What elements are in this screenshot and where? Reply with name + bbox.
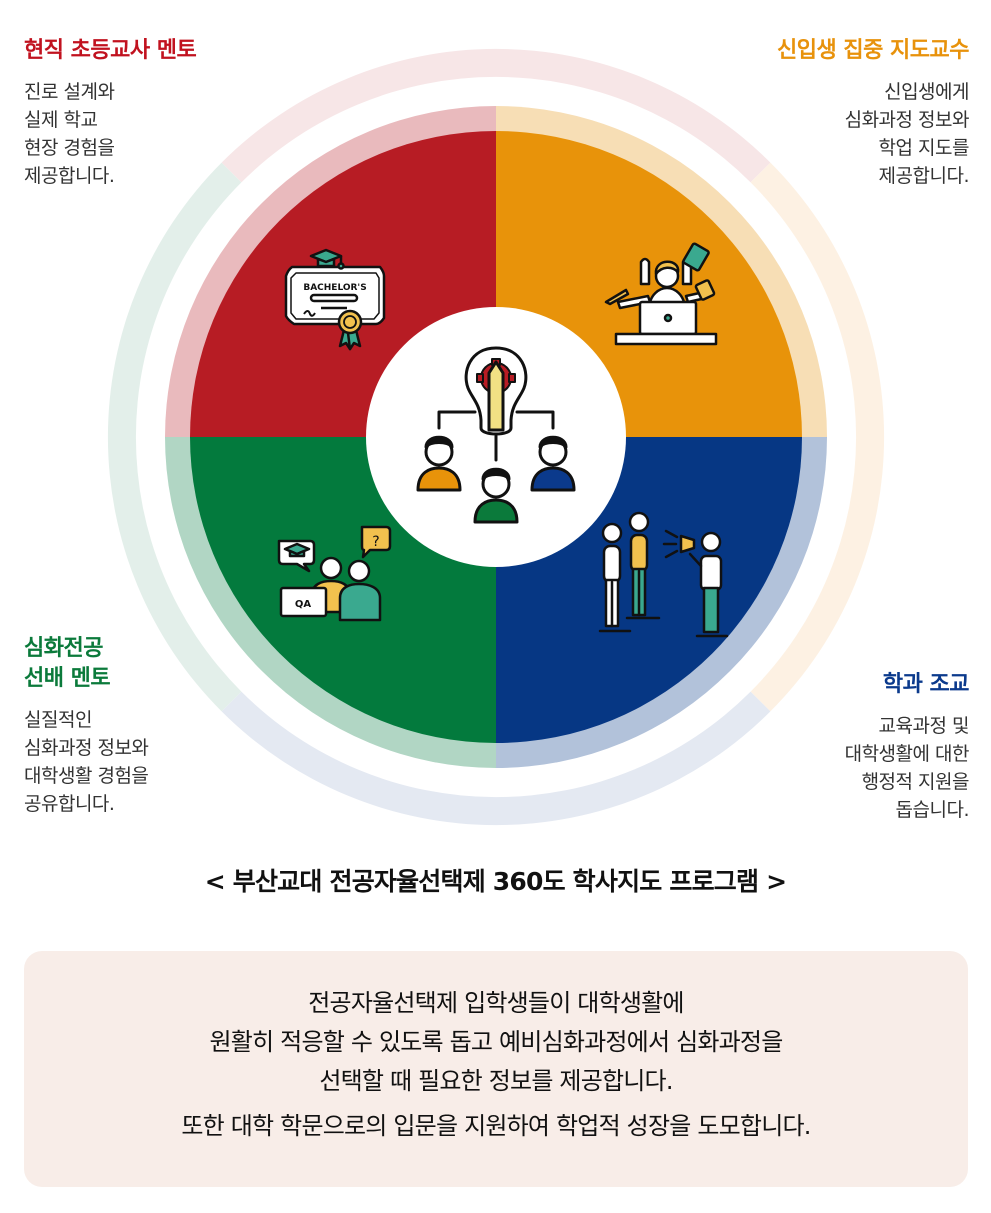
svg-text:BACHELOR'S: BACHELOR'S <box>303 283 366 293</box>
desc-line: 진로 설계와 <box>24 81 115 103</box>
summary-box: 전공자율선택제 입학생들이 대학생활에 원활히 적응할 수 있도록 돕고 예비심… <box>24 951 968 1187</box>
megaphone-announcer-icon <box>598 511 729 638</box>
label-department-assistant: 학과 조교 교육과정 및 대학생활에 대한 행정적 지원을 돕습니다. <box>844 670 970 824</box>
label-title: 신입생 집중 지도교수 <box>777 38 969 63</box>
desc-line: 제공합니다. <box>878 165 970 187</box>
summary-line: 원활히 적응할 수 있도록 돕고 예비심화과정에서 심화과정을 <box>209 1028 784 1056</box>
summary-text: 전공자율선택제 입학생들이 대학생활에 원활히 적응할 수 있도록 돕고 예비심… <box>24 951 968 1146</box>
label-description: 실질적인 심화과정 정보와 대학생활 경험을 공유합니다. <box>24 706 149 818</box>
desc-line: 심화과정 정보와 <box>24 737 149 759</box>
program-wheel-diagram: BACHELOR'S ? <box>107 48 885 826</box>
desc-line: 신입생에게 <box>884 81 969 103</box>
qa-mentoring-icon: ? QA <box>277 525 392 622</box>
label-senior-major-mentor: 심화전공 선배 멘토 실질적인 심화과정 정보와 대학생활 경험을 공유합니다. <box>24 634 149 818</box>
label-description: 진로 설계와 실제 학교 현장 경험을 제공합니다. <box>24 78 196 190</box>
lightbulb-team-icon <box>416 346 576 524</box>
outer-ring-right <box>750 162 885 712</box>
label-description: 신입생에게 심화과정 정보와 학업 지도를 제공합니다. <box>777 78 970 190</box>
desc-line: 학업 지도를 <box>878 137 970 159</box>
title-line: 심화전공 <box>24 636 103 661</box>
outer-ring <box>107 48 885 826</box>
busy-professor-icon <box>604 242 718 346</box>
desc-line: 교육과정 및 <box>878 715 970 737</box>
label-title: 심화전공 선배 멘토 <box>24 634 148 694</box>
desc-line: 제공합니다. <box>24 165 115 187</box>
outer-ring-left <box>107 162 242 712</box>
label-description: 교육과정 및 대학생활에 대한 행정적 지원을 돕습니다. <box>844 712 970 824</box>
desc-line: 대학생활 경험을 <box>24 765 149 787</box>
desc-line: 실질적인 <box>24 709 92 731</box>
svg-text:?: ? <box>372 534 379 550</box>
desc-line: 대학생활에 대한 <box>844 743 970 765</box>
desc-line: 실제 학교 <box>24 109 98 131</box>
desc-line: 현장 경험을 <box>24 137 115 159</box>
outer-ring-top <box>221 48 771 183</box>
title-line: 선배 멘토 <box>24 666 111 691</box>
summary-line: 전공자율선택제 입학생들이 대학생활에 <box>308 989 684 1017</box>
label-current-teacher-mentor: 현직 초등교사 멘토 진로 설계와 실제 학교 현장 경험을 제공합니다. <box>24 36 197 190</box>
desc-line: 공유합니다. <box>24 793 115 815</box>
summary-line: 선택할 때 필요한 정보를 제공합니다. <box>319 1067 673 1095</box>
label-title: 학과 조교 <box>882 672 970 697</box>
diagram-caption: < 부산교대 전공자율선택제 360도 학사지도 프로그램 > <box>204 867 787 896</box>
svg-text:QA: QA <box>295 599 312 610</box>
desc-line: 돕습니다. <box>895 799 970 821</box>
summary-last-line: 또한 대학 학문으로의 입문을 지원하여 학업적 성장을 도모합니다. <box>181 1112 811 1140</box>
desc-line: 행정적 지원을 <box>861 771 970 793</box>
desc-line: 심화과정 정보와 <box>844 109 970 131</box>
label-title: 현직 초등교사 멘토 <box>24 38 197 63</box>
diploma-icon: BACHELOR'S <box>284 248 386 351</box>
outer-ring-bottom <box>221 691 771 826</box>
label-freshman-advisor: 신입생 집중 지도교수 신입생에게 심화과정 정보와 학업 지도를 제공합니다. <box>777 36 969 190</box>
